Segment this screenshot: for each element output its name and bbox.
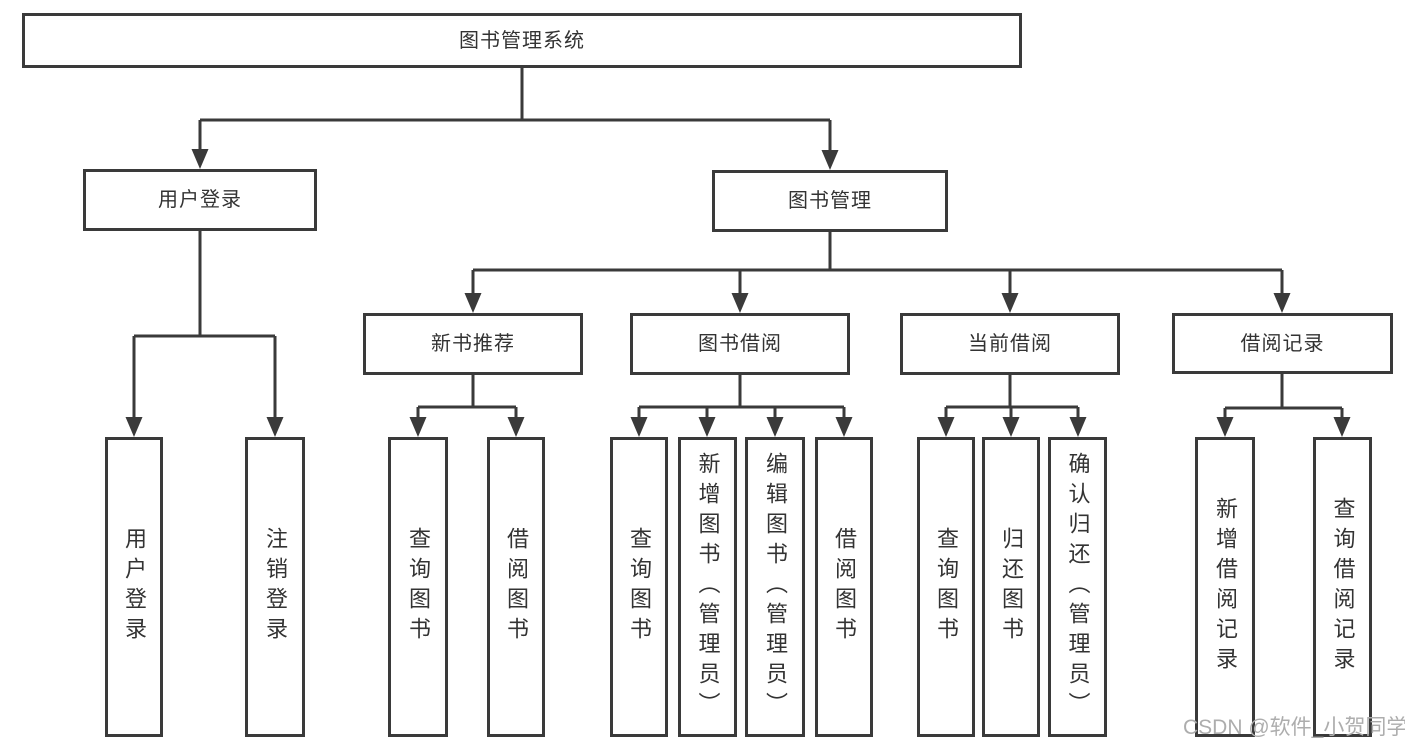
- leaf-logout: 注销登录: [245, 437, 305, 737]
- node-label: 新增图书（管理员）: [695, 452, 721, 722]
- node-label: 借阅记录: [1240, 332, 1325, 355]
- edge-user-login-to-leaves: [132, 231, 277, 420]
- node-label: 新书推荐: [431, 333, 515, 355]
- edge-book-mgmt-to-level3: [471, 232, 1284, 296]
- node-label: 确认归还（管理员）: [1065, 452, 1091, 722]
- node-user-login: 用户登录: [83, 169, 317, 231]
- leaf-query-books-under-borrowing: 查询图书: [610, 437, 668, 737]
- leaf-edit-books-admin: 编辑图书（管理员）: [745, 437, 805, 737]
- node-book-borrowing: 图书借阅: [630, 313, 850, 375]
- leaf-user-login: 用户登录: [105, 437, 163, 737]
- node-label: 图书管理系统: [459, 29, 585, 52]
- node-label: 编辑图书（管理员）: [763, 452, 788, 722]
- node-label: 新增借阅记录: [1213, 497, 1238, 677]
- node-label: 借阅图书: [504, 527, 529, 647]
- node-label: 查询借阅记录: [1330, 497, 1356, 677]
- node-label: 用户登录: [122, 527, 147, 647]
- leaf-add-books-admin: 新增图书（管理员）: [678, 437, 737, 737]
- edge-new-book-to-leaves: [416, 375, 518, 420]
- node-current-borrowing: 当前借阅: [900, 313, 1120, 375]
- node-label: 注销登录: [263, 527, 288, 647]
- node-label: 图书借阅: [698, 333, 782, 355]
- leaf-query-books-under-current: 查询图书: [917, 437, 975, 737]
- leaf-query-borrowing-record: 查询借阅记录: [1313, 437, 1372, 737]
- node-borrowing-records: 借阅记录: [1172, 313, 1393, 374]
- edge-book-borrow-to-leaves: [637, 375, 846, 420]
- node-label: 借阅图书: [832, 527, 857, 647]
- node-label: 查询图书: [627, 527, 652, 647]
- node-label: 当前借阅: [968, 333, 1052, 355]
- node-library-management-system: 图书管理系统: [22, 13, 1022, 68]
- node-label: 查询图书: [934, 527, 959, 647]
- leaf-borrow-books-under-recommendation: 借阅图书: [487, 437, 545, 737]
- leaf-confirm-return-admin: 确认归还（管理员）: [1048, 437, 1107, 737]
- arrowheads: [125, 149, 1351, 437]
- node-book-management: 图书管理: [712, 170, 948, 232]
- node-label: 用户登录: [158, 189, 242, 211]
- leaf-query-books-under-recommendation: 查询图书: [388, 437, 448, 737]
- node-label: 图书管理: [788, 190, 872, 212]
- leaf-borrow-books-under-borrowing: 借阅图书: [815, 437, 873, 737]
- node-new-book-recommendation: 新书推荐: [363, 313, 583, 375]
- edge-borrow-records-to-leaves: [1223, 374, 1344, 420]
- leaf-return-books: 归还图书: [982, 437, 1040, 737]
- node-label: 归还图书: [999, 527, 1024, 647]
- node-label: 查询图书: [406, 527, 431, 647]
- edge-current-borrow-to-leaves: [944, 375, 1080, 420]
- leaf-add-borrowing-record: 新增借阅记录: [1195, 437, 1255, 737]
- csdn-watermark: CSDN @软件_小贺同学: [1183, 716, 1405, 739]
- edge-root-to-level2: [198, 68, 832, 153]
